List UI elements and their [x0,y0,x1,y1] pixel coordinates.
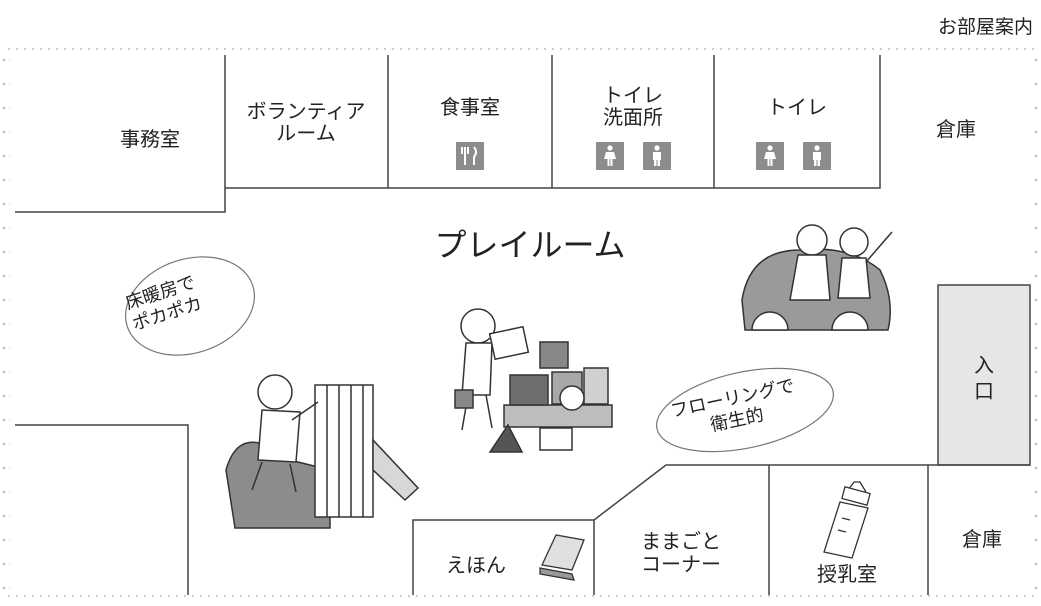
slide-illustration [225,374,420,529]
baby-bottle-icon [823,481,871,559]
floor-heating-bubble [124,256,256,356]
fork-knife-icon [456,142,484,170]
volunteer-room-line1: ボランティア [246,99,366,123]
woman-icon [596,142,624,170]
book-icon [539,534,585,581]
toilet-room-label: トイレ [767,95,827,119]
man-icon [643,142,671,170]
toilet-wash-room-label: トイレ 洗面所 [603,84,663,128]
toilet-wash-line1: トイレ [603,83,663,107]
flooring-bubble [656,367,834,453]
nursing-room-label: 授乳室 [817,562,877,586]
child-blocks-illustration [454,308,613,453]
storage-top-label: 倉庫 [936,117,976,141]
storage-bottom-label: 倉庫 [962,527,1002,551]
volunteer-room-line2: ルーム [276,121,336,145]
entrance-line1: 入 [974,353,994,377]
decorative-border [2,45,1038,600]
dining-room-label: 食事室 [440,95,500,119]
walls [15,55,1031,595]
entrance-label: 入 口 [974,352,994,404]
volunteer-room-label: ボランティア ルーム [247,100,366,144]
play-corner-label: ままごと コーナー [641,530,721,576]
woman-icon [756,142,784,170]
entrance-line2: 口 [974,379,994,403]
toilet-wash-line2: 洗面所 [603,105,663,129]
playroom-label: プレイルーム [434,226,626,264]
picture-books-label: えほん [446,553,506,577]
children-car-illustration [741,224,893,331]
office-room-label: 事務室 [120,127,180,151]
page-title: お部屋案内 [937,16,1033,38]
play-corner-line2: コーナー [641,552,721,576]
man-icon [803,142,831,170]
play-corner-line1: ままごと [641,529,721,553]
